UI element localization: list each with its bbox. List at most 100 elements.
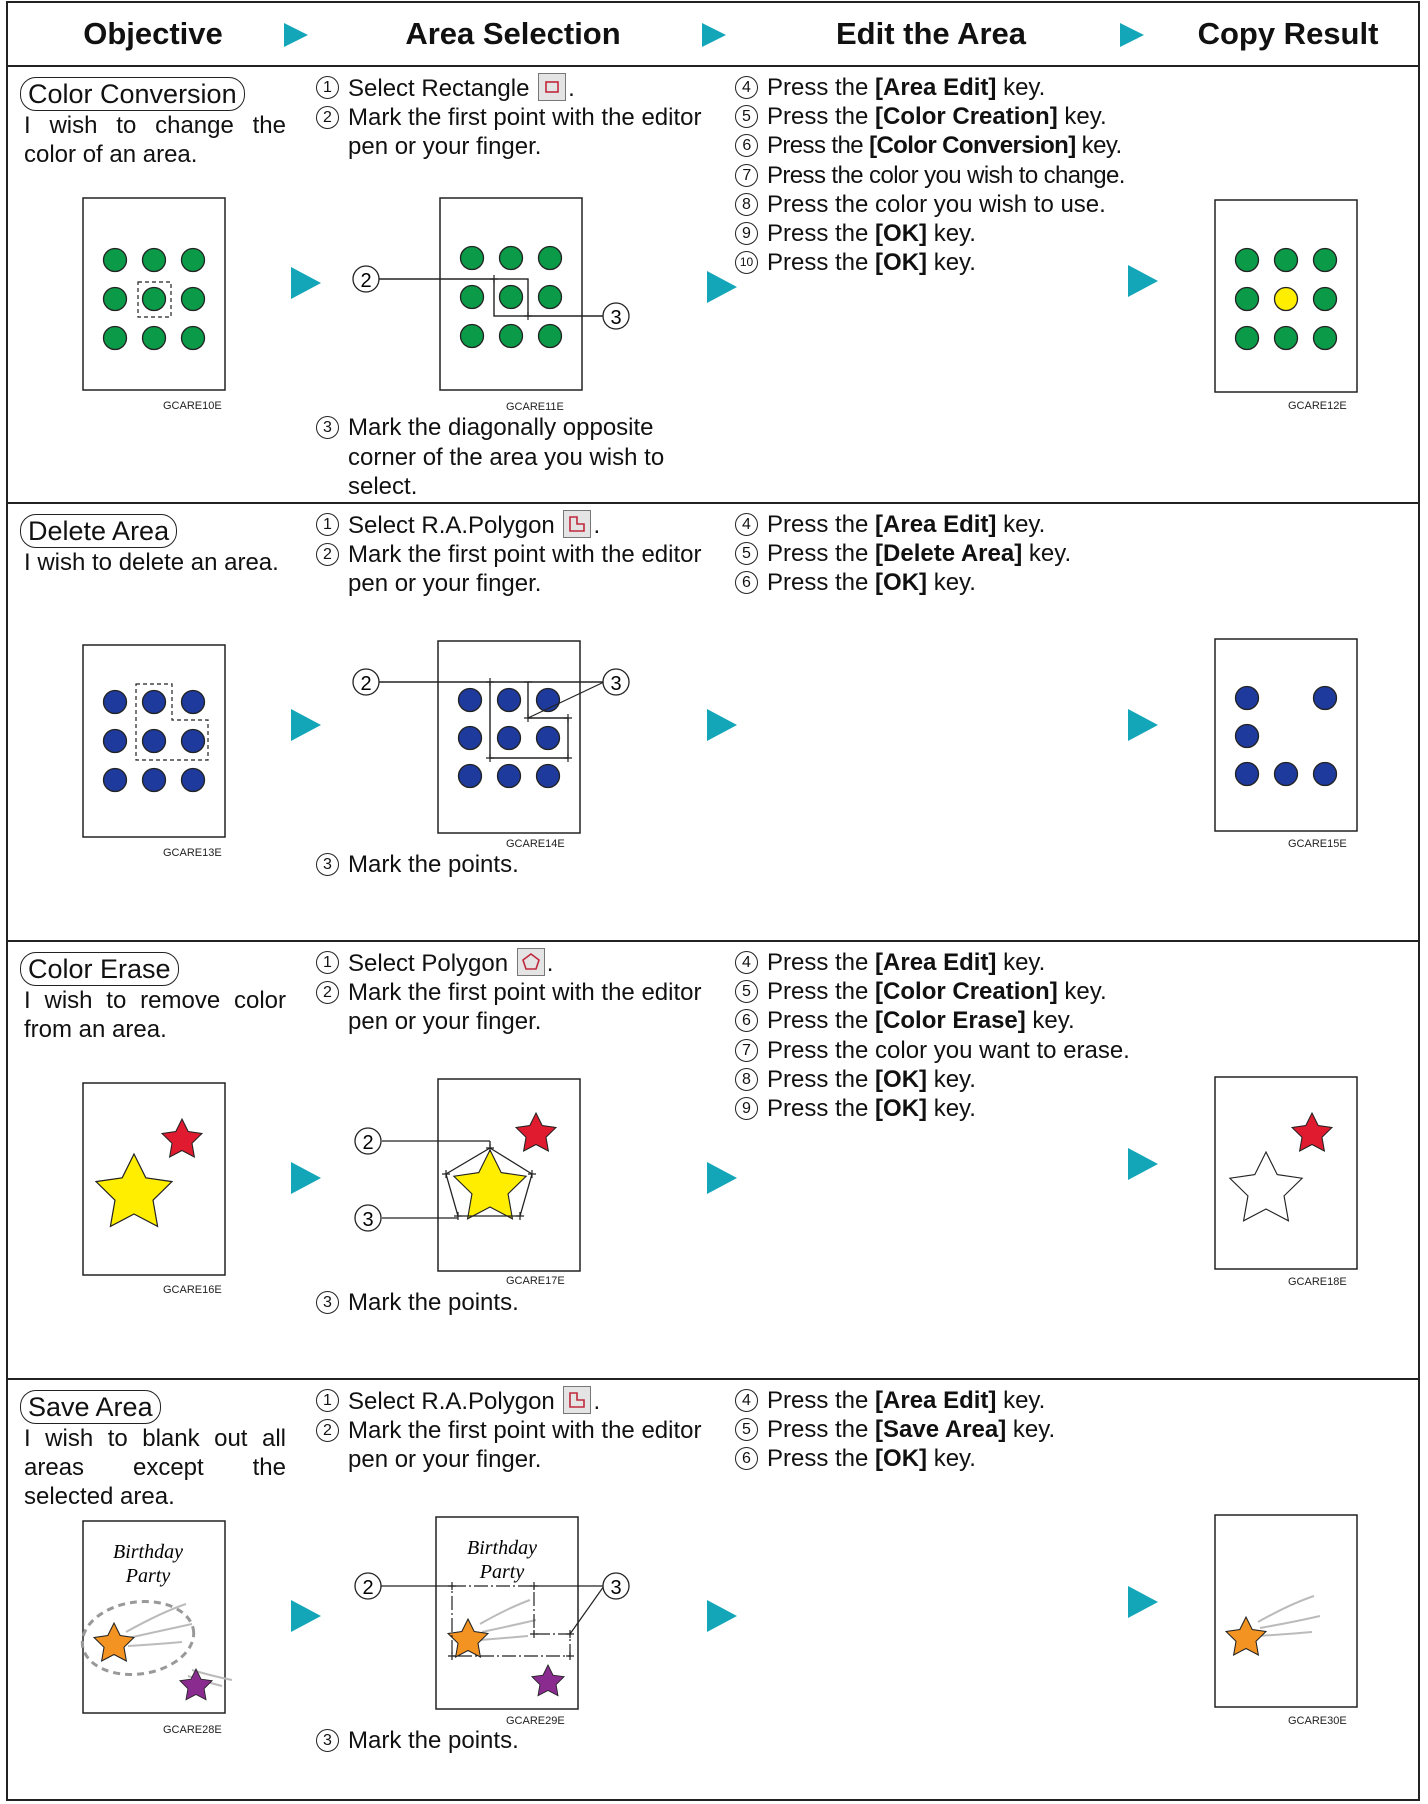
- illustration-result: [1214, 1514, 1364, 1714]
- figure-code: GCARE16E: [163, 1284, 222, 1296]
- illustration-result: [1214, 1076, 1364, 1276]
- step-item: 9Press the [OK] key.: [735, 219, 1155, 248]
- step-item: 3Mark the points.: [316, 1726, 711, 1756]
- step-number-icon: 1: [316, 951, 339, 974]
- step-number-icon: 9: [735, 1097, 758, 1120]
- objective-description: I wish to blank out all areas except the…: [24, 1424, 286, 1511]
- polygon-tool-icon: [517, 948, 545, 976]
- row-save-area: Save Area I wish to blank out all areas …: [8, 1380, 1418, 1800]
- flow-arrow-icon: [1128, 709, 1158, 741]
- row-delete-area: Delete Area I wish to delete an area. GC…: [8, 504, 1418, 942]
- step-number-icon: 6: [735, 134, 758, 157]
- svg-text:2: 2: [360, 673, 371, 695]
- header-copy-result: Copy Result: [1158, 3, 1418, 65]
- step-number-icon: 8: [735, 193, 758, 216]
- step-number-icon: 7: [735, 164, 758, 187]
- flow-arrow-icon: [707, 1162, 737, 1194]
- step-number-icon: 9: [735, 222, 758, 245]
- flow-arrow-icon: [1128, 265, 1158, 297]
- objective-description: I wish to delete an area.: [24, 548, 286, 577]
- flow-arrow-icon: [291, 1600, 321, 1632]
- step-number-icon: 4: [735, 951, 758, 974]
- flow-arrow-icon: [291, 709, 321, 741]
- illustration-result: [1214, 638, 1364, 838]
- flow-arrow-icon: [1128, 1148, 1158, 1180]
- illustration-original: [82, 197, 232, 397]
- header-arrow-icon: [1120, 23, 1144, 47]
- step-number-icon: 2: [316, 106, 339, 129]
- illustration-selection: Birthday Party 2 3: [380, 1516, 630, 1716]
- svg-text:Party: Party: [479, 1561, 525, 1583]
- svg-text:2: 2: [360, 270, 371, 292]
- svg-text:3: 3: [610, 673, 621, 695]
- step-number-icon: 5: [735, 542, 758, 565]
- step-number-icon: 4: [735, 1389, 758, 1412]
- flow-arrow-icon: [291, 1162, 321, 1194]
- flow-arrow-icon: [1128, 1586, 1158, 1618]
- illustration-selection: 2 3: [380, 1078, 630, 1278]
- figure-code: GCARE13E: [163, 847, 222, 859]
- objective-title: Delete Area: [20, 514, 177, 548]
- step-number-icon: 2: [316, 1419, 339, 1442]
- figure-code: GCARE28E: [163, 1724, 222, 1736]
- table-header: Objective Area Selection Edit the Area C…: [8, 3, 1418, 67]
- objective-title: Color Conversion: [20, 77, 245, 111]
- rectangle-tool-icon: [538, 73, 566, 101]
- step-number-icon: 3: [316, 853, 339, 876]
- svg-text:3: 3: [362, 1209, 373, 1231]
- figure-code: GCARE14E: [506, 838, 565, 850]
- step-number-icon: 6: [735, 1447, 758, 1470]
- svg-text:Party: Party: [125, 1565, 171, 1587]
- step-number-icon: 7: [735, 1039, 758, 1062]
- step-number-icon: 1: [316, 76, 339, 99]
- row-color-erase: Color Erase I wish to remove color from …: [8, 942, 1418, 1380]
- step-number-icon: 1: [316, 1389, 339, 1412]
- header-edit-area: Edit the Area: [736, 3, 1126, 65]
- step-number-icon: 10: [735, 251, 758, 274]
- figure-code: GCARE15E: [1288, 838, 1347, 850]
- svg-text:3: 3: [610, 307, 621, 329]
- svg-text:Birthday: Birthday: [467, 1537, 537, 1559]
- illustration-selection: 2 3: [380, 640, 630, 840]
- flow-arrow-icon: [291, 267, 321, 299]
- figure-code: GCARE17E: [506, 1275, 565, 1287]
- step-number-icon: 6: [735, 571, 758, 594]
- figure-code: GCARE10E: [163, 400, 222, 412]
- flow-arrow-icon: [707, 271, 737, 303]
- ra-polygon-tool-icon: [563, 1386, 591, 1414]
- illustration-result: [1214, 199, 1364, 399]
- illustration-original: [82, 1082, 232, 1282]
- figure-code: GCARE12E: [1288, 400, 1347, 412]
- objective-title: Color Erase: [20, 952, 179, 986]
- illustration-original: Birthday Party: [82, 1520, 232, 1720]
- header-arrow-icon: [284, 23, 308, 47]
- step-number-icon: 5: [735, 1418, 758, 1441]
- objective-description: I wish to change the color of an area.: [24, 111, 286, 169]
- figure-code: GCARE18E: [1288, 1276, 1347, 1288]
- step-number-icon: 3: [316, 416, 339, 439]
- svg-text:3: 3: [610, 1577, 621, 1599]
- illustration-selection: 2 3: [380, 197, 630, 407]
